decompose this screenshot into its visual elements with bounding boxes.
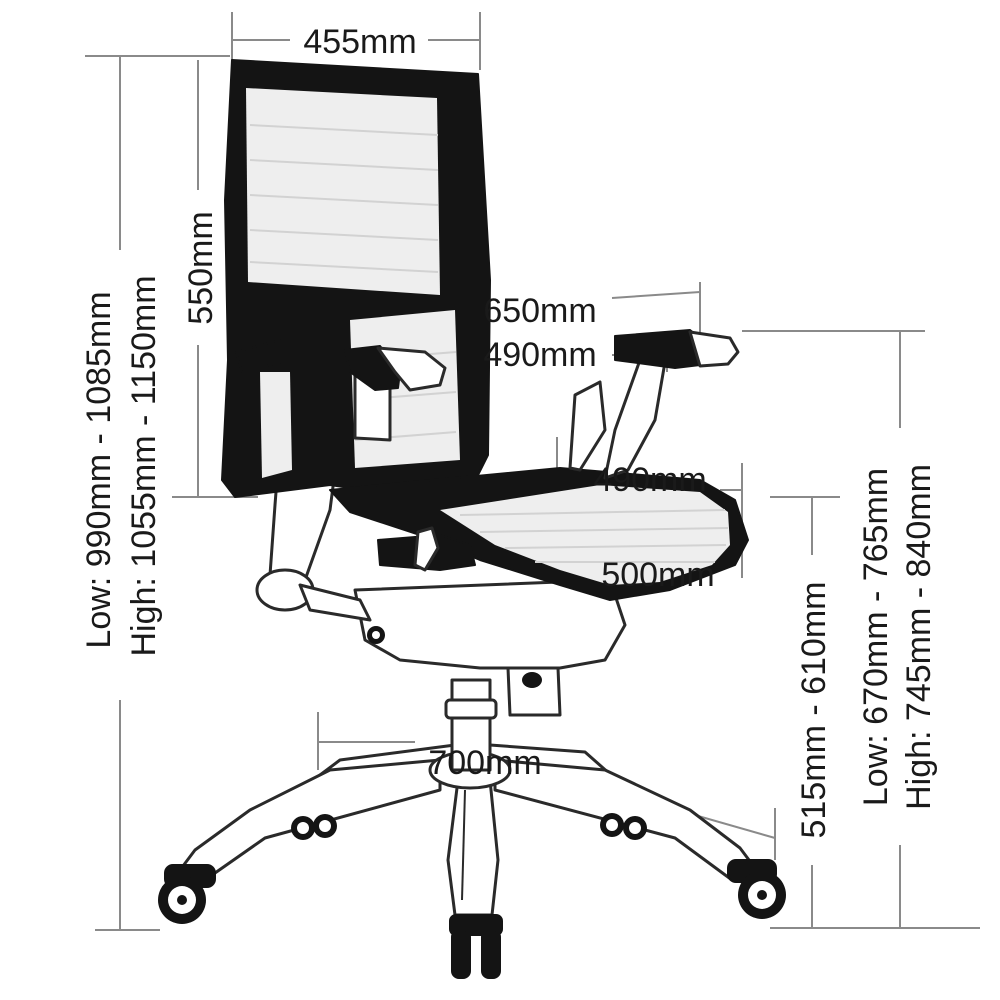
back-height-label: 550mm <box>182 211 220 324</box>
caster-front-right <box>727 859 786 919</box>
gas-lift <box>444 678 498 772</box>
base-diameter-label: 700mm <box>428 744 541 782</box>
caster-rear-left <box>291 814 337 840</box>
seat-width-label: 490mm <box>593 461 706 499</box>
arm-height-low-label: Low: 670mm - 765mm <box>857 468 895 806</box>
arm-height-high-label: High: 745mm - 840mm <box>900 464 938 810</box>
overall-height-high-label: High: 1055mm - 1150mm <box>125 275 163 656</box>
armrest-left <box>344 345 447 442</box>
casters <box>158 813 786 979</box>
arm-outer-width-label: 650mm <box>483 292 596 330</box>
back-width-label: 455mm <box>303 23 416 61</box>
caster-center <box>449 914 503 979</box>
arm-inner-width-label: 490mm <box>483 336 596 374</box>
armrest-right <box>568 329 740 480</box>
seat-depth-label: 500mm <box>601 556 714 594</box>
dimension-labels: 455mm 650mm 490mm 490mm 500mm 700mm 550m… <box>80 23 938 838</box>
caster-rear-right <box>600 813 647 840</box>
seat <box>329 467 749 601</box>
seat-height-label: 515mm - 610mm <box>795 582 833 839</box>
caster-front-left <box>158 864 216 924</box>
overall-height-low-label: Low: 990mm - 1085mm <box>80 291 118 648</box>
seat-mesh-lines <box>459 509 729 563</box>
